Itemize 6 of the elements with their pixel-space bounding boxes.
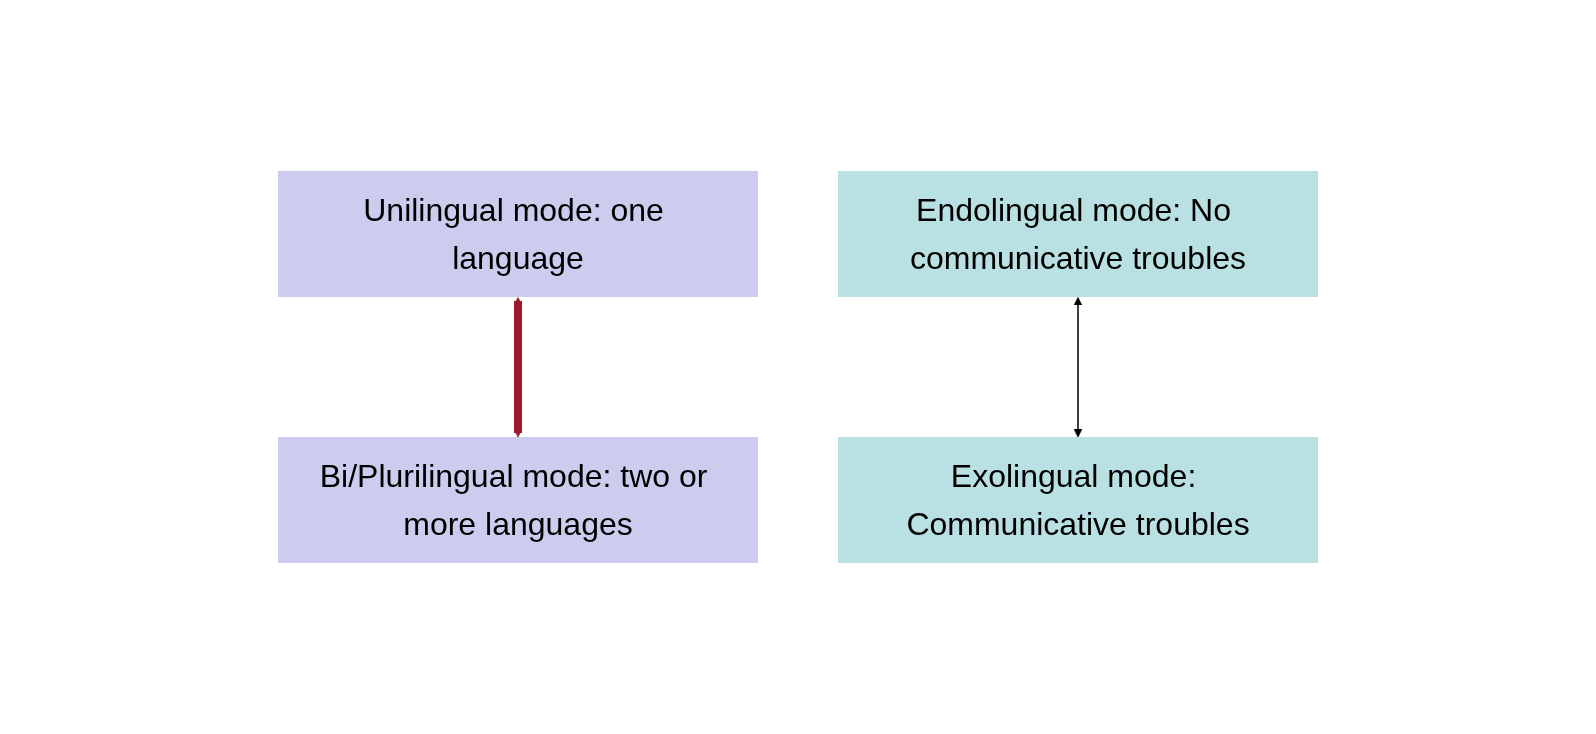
node-box: Unilingual mode: one language [278, 171, 758, 297]
arrow [513, 297, 523, 438]
node-box: Exolingual mode: Communicative troubles [838, 437, 1318, 563]
node-box: Bi/Plurilingual mode: two or more languages [278, 437, 758, 563]
arrow [1073, 297, 1083, 438]
node-box: Endolingual mode: No communicative troubles [838, 171, 1318, 297]
